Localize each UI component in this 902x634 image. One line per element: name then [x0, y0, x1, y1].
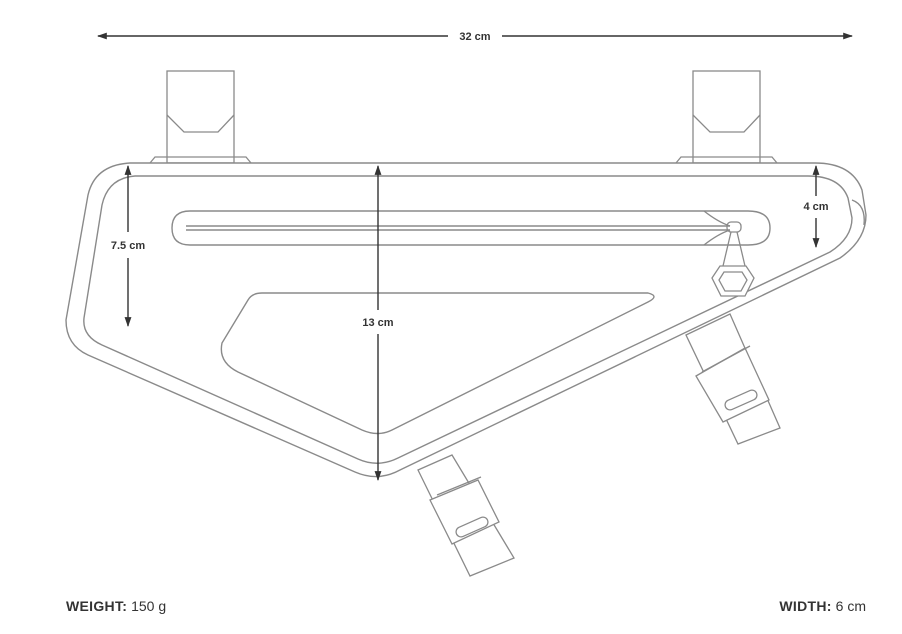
rear-height-label: 4 cm: [803, 201, 828, 213]
buckle-icon: [455, 516, 489, 538]
weight-value: 150 g: [131, 598, 167, 614]
dimension-front-height: 7.5 cm: [111, 165, 145, 327]
front-height-label: 7.5 cm: [111, 240, 145, 252]
length-label: 32 cm: [459, 31, 490, 43]
center-height-label: 13 cm: [362, 317, 393, 329]
zipper-pull-icon: [711, 221, 755, 297]
width-label: WIDTH:: [779, 598, 832, 614]
top-strap-front: [149, 70, 252, 164]
weight-spec: WEIGHT: 150 g: [66, 598, 166, 614]
width-spec: WIDTH: 6 cm: [779, 598, 866, 614]
dimension-rear-height: 4 cm: [803, 165, 829, 248]
zipper-track: [171, 210, 771, 246]
dimension-length: 32 cm: [97, 31, 853, 43]
width-value: 6 cm: [835, 598, 866, 614]
bottom-strap-rear: [685, 313, 781, 445]
top-strap-rear: [675, 70, 778, 164]
inner-panel: [220, 292, 655, 435]
buckle-icon: [724, 389, 758, 411]
bottom-strap-front: [417, 454, 515, 577]
dimension-center-height: 13 cm: [362, 165, 394, 481]
weight-label: WEIGHT:: [66, 598, 128, 614]
